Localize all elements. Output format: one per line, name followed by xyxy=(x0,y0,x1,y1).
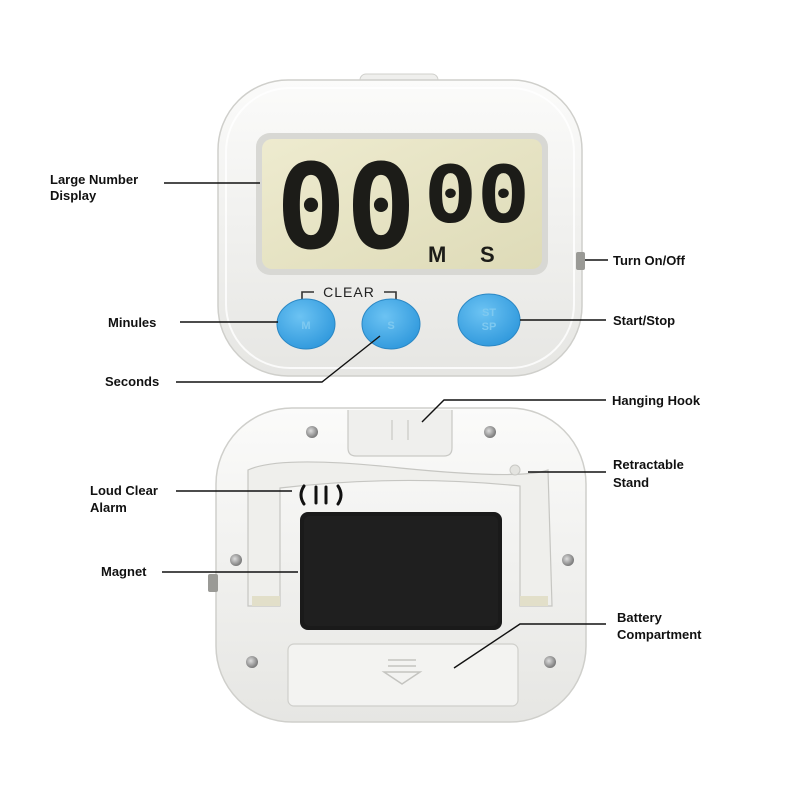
label-battery-compartment-line2: Compartment xyxy=(617,627,702,642)
seconds-button-key: S xyxy=(387,320,394,332)
lcd-screen xyxy=(262,139,542,269)
screw-bottom-left xyxy=(246,656,258,668)
lcd-minutes-digits: 00 xyxy=(276,138,416,276)
timer-front: 00 00 M S CLEAR M S ST SP xyxy=(217,73,585,377)
screw-bottom-right xyxy=(544,656,556,668)
screw-top-left xyxy=(306,426,318,438)
minutes-button-key: M xyxy=(301,320,310,332)
battery-open-arrow-icon xyxy=(381,659,423,685)
screw-mid-left xyxy=(230,554,242,566)
label-hanging-hook: Hanging Hook xyxy=(612,393,701,408)
label-large-number-display-line2: Display xyxy=(50,188,97,203)
lcd-seconds-digits: 00 xyxy=(424,151,530,241)
callout-labels: Large Number Display Turn On/Off Minules… xyxy=(50,172,702,642)
speaker-grille-icon xyxy=(299,484,343,506)
label-magnet: Magnet xyxy=(101,564,147,579)
label-retractable-stand-line2: Stand xyxy=(613,475,649,490)
start-stop-key-bottom: SP xyxy=(482,321,497,333)
start-stop-key-top: ST xyxy=(482,307,496,319)
seconds-button[interactable]: S xyxy=(361,298,421,350)
leader-lines xyxy=(162,182,608,669)
hanging-hook[interactable] xyxy=(347,410,453,457)
label-start-stop: Start/Stop xyxy=(613,313,675,328)
screw-top-right xyxy=(484,426,496,438)
on-off-switch[interactable] xyxy=(576,252,585,270)
label-large-number-display: Large Number xyxy=(50,172,138,187)
leader-hanging-hook xyxy=(421,399,606,423)
minutes-button[interactable]: M xyxy=(276,298,336,350)
label-minules: Minules xyxy=(108,315,156,330)
start-stop-button[interactable]: ST SP xyxy=(457,293,521,347)
clear-label: CLEAR xyxy=(323,284,375,300)
label-retractable-stand: Retractable xyxy=(613,457,684,472)
lcd-seconds-unit: S xyxy=(480,242,495,267)
lcd-minutes-unit: M xyxy=(428,242,446,267)
label-loud-clear-alarm: Loud Clear xyxy=(90,483,158,498)
battery-compartment[interactable] xyxy=(287,643,519,707)
label-turn-on-off: Turn On/Off xyxy=(613,253,686,268)
timer-back xyxy=(208,407,587,723)
label-loud-clear-alarm-line2: Alarm xyxy=(90,500,127,515)
screw-mid-right xyxy=(562,554,574,566)
label-seconds: Seconds xyxy=(105,374,159,389)
label-battery-compartment: Battery xyxy=(617,610,663,625)
leader-battery-compartment xyxy=(453,623,606,669)
leader-seconds xyxy=(176,335,381,383)
